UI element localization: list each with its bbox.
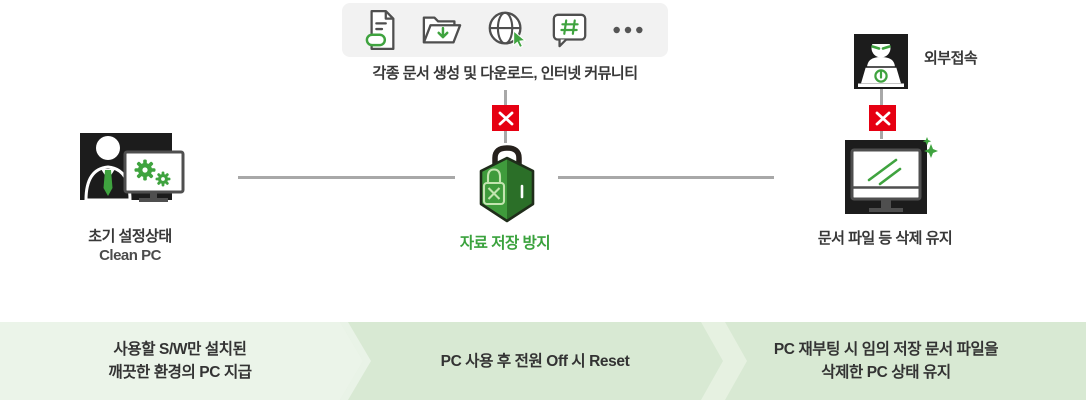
- shine-lines: [867, 158, 902, 186]
- document-icon: [365, 9, 395, 51]
- connector-left-line: [238, 176, 455, 179]
- external-access-label: 외부접속: [924, 50, 978, 67]
- gear-icon: [134, 159, 171, 187]
- hashtag-bubble-icon: [552, 13, 587, 48]
- shield-lock-icon: [479, 145, 535, 223]
- block-storage-label: 자료 저장 방지: [459, 235, 551, 252]
- clean-pc-title: 초기 설정상태: [88, 228, 172, 245]
- clean-pc-subtitle: Clean PC: [99, 247, 161, 264]
- globe-cursor-icon: [488, 11, 527, 49]
- connector-external-bottom-line: [880, 131, 883, 139]
- activity-icon-strip: [342, 3, 668, 57]
- connector-right-line: [558, 176, 774, 179]
- folder-download-icon: [422, 16, 462, 44]
- activity-caption: 각종 문서 생성 및 다운로드, 인터넷 커뮤니티: [372, 65, 638, 82]
- clean-monitor-icon: [845, 137, 938, 214]
- hacker-icon: [854, 34, 908, 89]
- connector-center-bottom-line: [504, 131, 507, 143]
- sparkle-icon: [922, 137, 938, 158]
- connector-center-top-line: [504, 90, 507, 105]
- block-x-external: [869, 105, 896, 131]
- step-3-text: PC 재부팅 시 임의 저장 문서 파일을 삭제한 PC 상태 유지: [773, 341, 999, 381]
- step-1-text: 사용할 S/W만 설치된 깨끗한 환경의 PC 지급: [108, 341, 252, 381]
- process-steps: 사용할 S/W만 설치된 깨끗한 환경의 PC 지급 PC 사용 후 전원 Of…: [0, 322, 1086, 400]
- x-icon: [498, 111, 513, 125]
- ellipsis-icon: [613, 26, 643, 34]
- padlock-x-icon: [482, 168, 506, 206]
- clean-pc-label: 초기 설정상태 Clean PC: [50, 227, 210, 265]
- clean-pc-icon: [80, 133, 185, 202]
- block-x-center: [492, 105, 519, 131]
- step-2-text: PC 사용 후 전원 Off 시 Reset: [440, 352, 630, 370]
- delete-keep-label: 문서 파일 등 삭제 유지: [817, 230, 953, 247]
- connector-external-top-line: [880, 89, 883, 105]
- x-icon: [875, 111, 890, 125]
- step-band-1: [0, 322, 363, 400]
